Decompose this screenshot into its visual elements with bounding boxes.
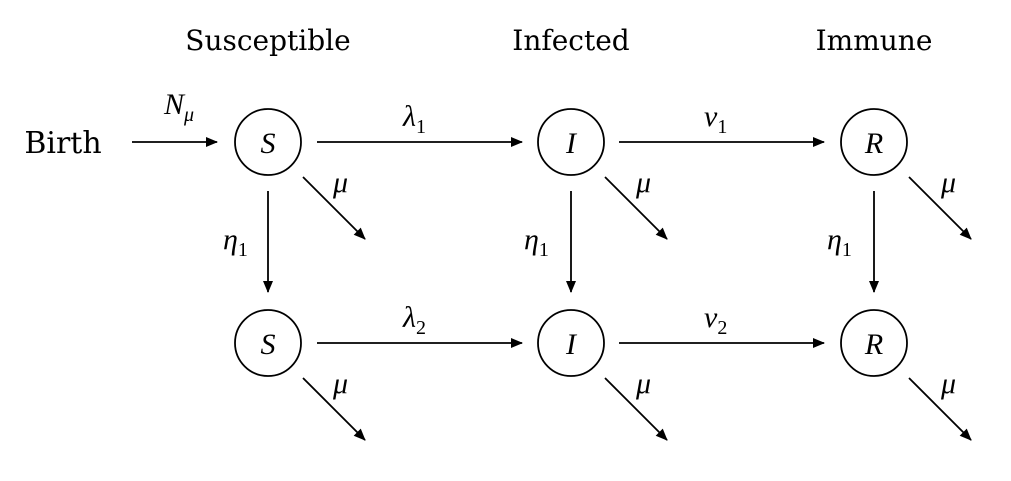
label-lambda1-base: λ bbox=[402, 100, 416, 133]
header-infected: Infected bbox=[512, 24, 630, 57]
label-nu2-base: ν bbox=[704, 301, 718, 334]
node-r-top-label: R bbox=[864, 127, 883, 160]
header-susceptible: Susceptible bbox=[185, 24, 350, 57]
label-mu-s-top: μ bbox=[332, 166, 348, 199]
header-immune: Immune bbox=[816, 24, 933, 57]
label-mu-i-bottom: μ bbox=[635, 367, 651, 400]
label-nu1-base: ν bbox=[704, 100, 718, 133]
node-i-top-label: I bbox=[565, 127, 578, 160]
arrow-death-i-bottom bbox=[604, 377, 668, 441]
label-eta1-i-sub: 1 bbox=[539, 239, 549, 261]
label-mu-r-top: μ bbox=[940, 166, 956, 199]
node-s-bottom: S bbox=[234, 309, 302, 377]
node-r-bottom: R bbox=[840, 309, 908, 377]
label-eta1-r: η1 bbox=[827, 223, 852, 261]
arrow-death-i-top bbox=[604, 176, 668, 240]
label-eta1-s-base: η bbox=[223, 223, 238, 256]
label-birth-rate-sub: μ bbox=[183, 104, 194, 126]
label-birth-rate-base: N bbox=[163, 88, 186, 121]
label-lambda1-sub: 1 bbox=[416, 116, 426, 138]
node-s-top: S bbox=[234, 108, 302, 176]
label-eta1-r-sub: 1 bbox=[842, 239, 852, 261]
label-lambda2-base: λ bbox=[402, 301, 416, 334]
arrow-death-r-bottom bbox=[908, 377, 972, 441]
node-i-top: I bbox=[537, 108, 605, 176]
label-nu1: ν1 bbox=[704, 100, 727, 138]
node-s-bottom-label: S bbox=[261, 328, 276, 361]
arrow-death-r-top bbox=[908, 176, 972, 240]
label-eta1-i: η1 bbox=[524, 223, 549, 261]
arrow-death-s-bottom bbox=[302, 377, 366, 441]
label-lambda2-sub: 2 bbox=[416, 317, 426, 339]
label-birth-rate: Nμ bbox=[163, 88, 194, 126]
label-nu2-sub: 2 bbox=[717, 317, 727, 339]
node-s-top-label: S bbox=[261, 127, 276, 160]
label-eta1-s-sub: 1 bbox=[238, 239, 248, 261]
birth-label: Birth bbox=[24, 126, 101, 161]
label-mu-r-bottom: μ bbox=[940, 367, 956, 400]
label-eta1-i-base: η bbox=[524, 223, 539, 256]
node-r-top: R bbox=[840, 108, 908, 176]
label-nu1-sub: 1 bbox=[717, 116, 727, 138]
label-mu-s-bottom: μ bbox=[332, 367, 348, 400]
label-lambda1: λ1 bbox=[402, 100, 426, 138]
node-r-bottom-label: R bbox=[864, 328, 883, 361]
label-eta1-s: η1 bbox=[223, 223, 248, 261]
label-lambda2: λ2 bbox=[402, 301, 426, 339]
arrow-death-s-top bbox=[302, 176, 366, 240]
label-eta1-r-base: η bbox=[827, 223, 842, 256]
label-mu-i-top: μ bbox=[635, 166, 651, 199]
node-i-bottom-label: I bbox=[565, 328, 578, 361]
node-i-bottom: I bbox=[537, 309, 605, 377]
label-nu2: ν2 bbox=[704, 301, 727, 339]
